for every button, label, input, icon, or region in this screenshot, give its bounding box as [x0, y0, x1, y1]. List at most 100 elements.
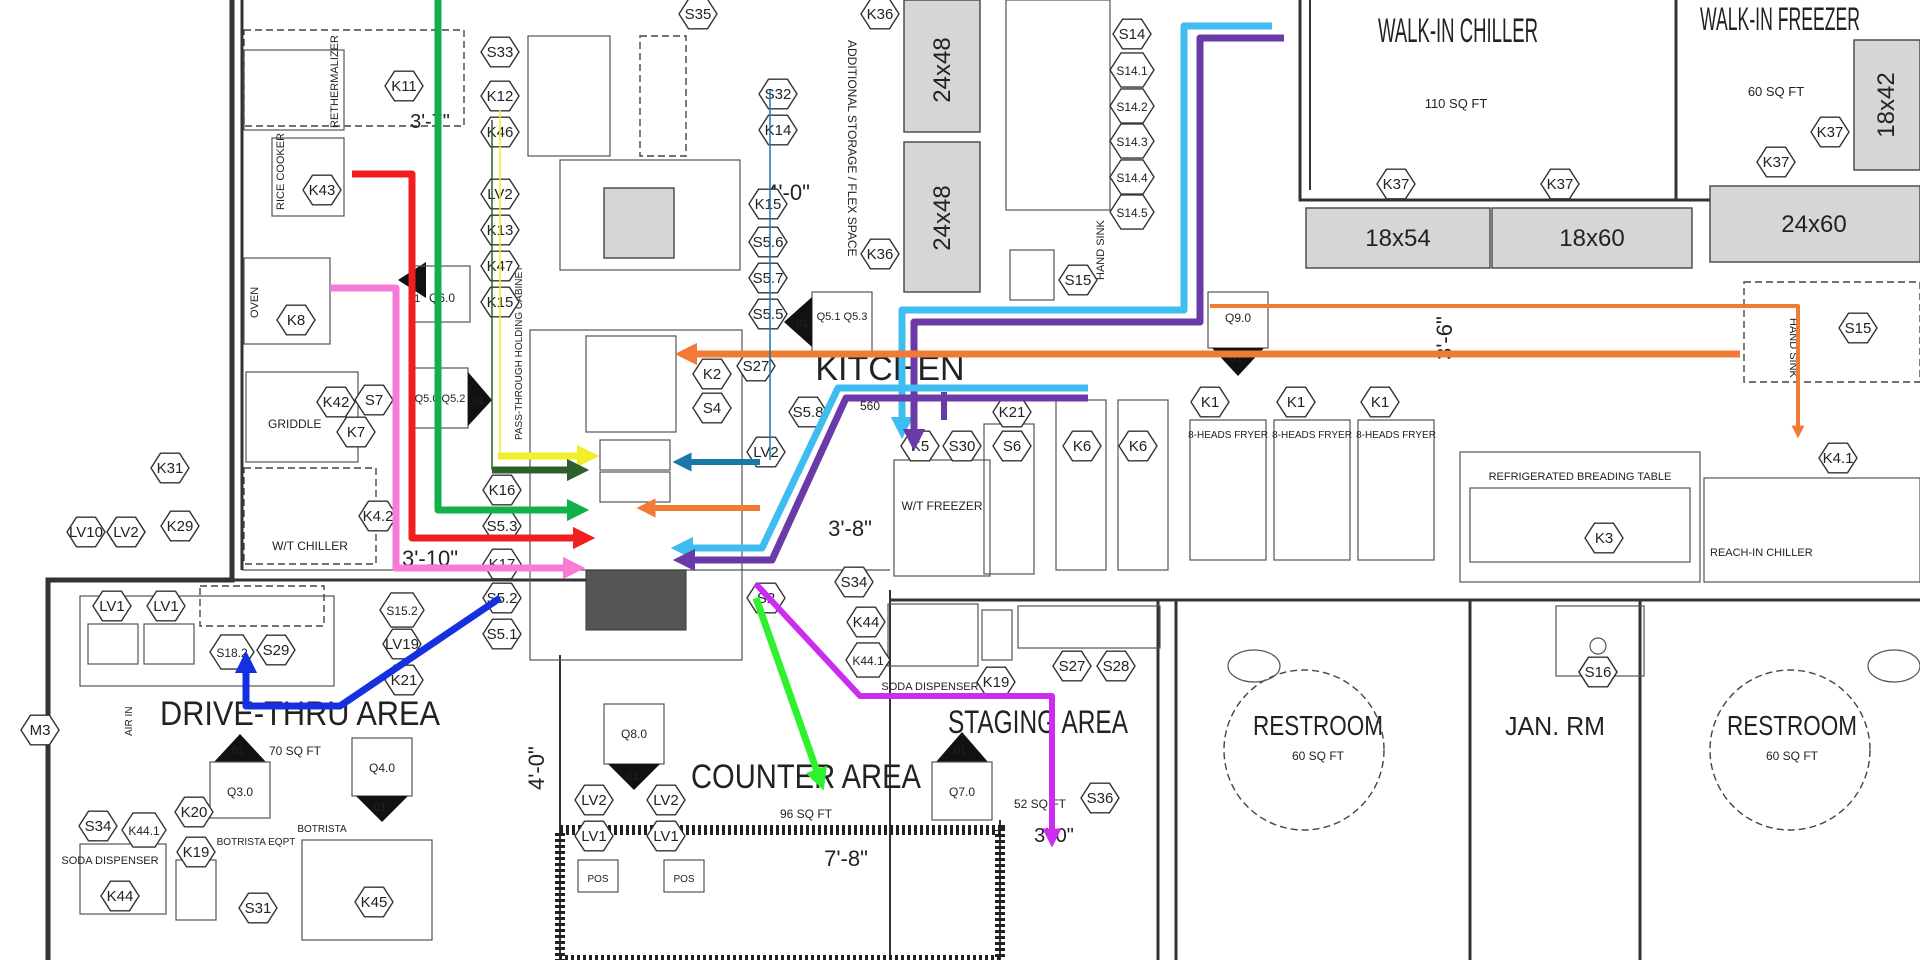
tag-lv2: LV2: [106, 516, 146, 548]
flow-cyan-2: [670, 384, 1088, 560]
tag-hexagon: [992, 430, 1032, 462]
tag-k15: K15: [748, 188, 788, 220]
tag-text: K20: [181, 804, 208, 821]
tag-text: LV2: [653, 792, 679, 809]
tag-text: K19: [983, 674, 1010, 691]
dimension-3: 3'-8": [828, 516, 872, 541]
walk-in-chiller-label: WALK-IN CHILLER: [1378, 12, 1538, 50]
tag-hexagon: [1058, 264, 1098, 296]
tag-k37: K37: [1540, 168, 1580, 200]
flow-arrows: [234, 0, 1805, 848]
tag-s30: S30: [942, 430, 982, 462]
tag-text: K2: [703, 366, 721, 383]
shelf-18x60: [1491, 207, 1693, 269]
tag-k21: K21: [992, 396, 1032, 428]
tag-hexagon: [846, 606, 886, 638]
tag-hexagon: [1578, 656, 1618, 688]
tag-k6: K6: [1062, 430, 1102, 462]
tag-k31: K31: [150, 452, 190, 484]
tag-hexagon: [748, 188, 788, 220]
tag-k4-1: K4.1: [1818, 442, 1858, 474]
kitchen-area: 560: [860, 399, 880, 413]
tag-hexagon: [121, 812, 167, 848]
tag-hexagon: [1584, 522, 1624, 554]
shelf-24x48-bottom-label: 24x48: [929, 185, 956, 250]
tag-text: K4.2: [363, 508, 394, 525]
tag-k4-2: K4.2: [358, 500, 398, 532]
tag-k1: K1: [1276, 386, 1316, 418]
walls: [45, 0, 1920, 960]
tag-hexagon: [66, 516, 106, 548]
flow-pink: [330, 284, 586, 580]
tag-text: S5.7: [753, 270, 784, 287]
tag-s6: S6: [992, 430, 1032, 462]
tag-hexagon: [845, 642, 891, 678]
botrista-label: BOTRISTA: [297, 824, 347, 835]
flow-green: [434, 0, 590, 522]
tag-hexagon: [276, 304, 316, 336]
tag-hexagon: [146, 590, 186, 622]
tag-k6: K6: [1118, 430, 1158, 462]
wt-freezer-label: W/T FREEZER: [901, 499, 982, 513]
tag-text: S30: [949, 438, 976, 455]
tag-k8: K8: [276, 304, 316, 336]
restroom-2-area: 60 SQ FT: [1766, 749, 1819, 763]
tag-hexagon: [1540, 168, 1580, 200]
tag-hexagon: [379, 592, 425, 628]
tag-k37: K37: [1756, 146, 1796, 178]
tag-k7: K7: [336, 416, 376, 448]
tag-text: K37: [1817, 124, 1844, 141]
tag-hexagon: [302, 174, 342, 206]
tag-text: K44: [107, 888, 134, 905]
tag-hexagon: [860, 238, 900, 270]
tag-text: K16: [489, 482, 516, 499]
tag-k44-1: K44.1: [121, 812, 167, 848]
shelf-24x48-top-label: 24x48: [929, 37, 956, 102]
tag-hexagon: [20, 714, 60, 746]
tag-text: K42: [323, 394, 350, 411]
tag-hexagon: [336, 416, 376, 448]
q5a-label: Q5.1 Q5.3: [817, 311, 868, 323]
tag-text: S14.1: [1116, 64, 1148, 78]
tag-hexagon: [482, 474, 522, 506]
flow-blue: [234, 595, 502, 710]
tag-text: S5.3: [487, 518, 518, 535]
tag-k37: K37: [1376, 168, 1416, 200]
tag-text: S15: [1065, 272, 1092, 289]
tag-s14-1: S14.1: [1109, 52, 1155, 88]
drive-thru-area: 70 SQ FT: [269, 744, 322, 758]
tag-text: K7: [347, 424, 365, 441]
tag-text: K45: [361, 894, 388, 911]
rice-cooker-label: RICE COOKER: [275, 133, 287, 210]
fryer-3-label: 8-HEADS FRYER: [1356, 430, 1436, 441]
tag-text: S4: [703, 400, 721, 417]
tag-text: LV2: [753, 444, 779, 461]
tag-m3: M3: [20, 714, 60, 746]
flow-red: [352, 170, 596, 550]
tag-s5-8: S5.8: [788, 396, 828, 428]
tag-text: LV19: [385, 636, 419, 653]
tag-hexagon: [174, 796, 214, 828]
oven-label: OVEN: [249, 287, 261, 318]
tag-text: K31: [157, 460, 184, 477]
tag-hexagon: [692, 392, 732, 424]
tag-text: S29: [263, 642, 290, 659]
tag-hexagon: [574, 784, 614, 816]
tag-text: K36: [867, 6, 894, 23]
tag-s34: S34: [834, 566, 874, 598]
tag-s7: S7: [354, 384, 394, 416]
tag-text: K1: [1201, 394, 1219, 411]
tag-s15-2: S15.2: [379, 592, 425, 628]
shelf-24x60: [1709, 185, 1920, 263]
tag-k17: K17: [482, 548, 522, 580]
fryer-1-label: 8-HEADS FRYER: [1188, 430, 1268, 441]
tag-k2: K2: [692, 358, 732, 390]
q7-label: Q7.0: [949, 785, 975, 799]
hand-sink-label: HAND SINK: [1095, 219, 1107, 280]
tag-text: S14: [1119, 26, 1146, 43]
tag-s28: S28: [1096, 650, 1136, 682]
tag-text: K1: [1287, 394, 1305, 411]
tag-s15: S15: [1058, 264, 1098, 296]
tag-text: S15: [1845, 320, 1872, 337]
